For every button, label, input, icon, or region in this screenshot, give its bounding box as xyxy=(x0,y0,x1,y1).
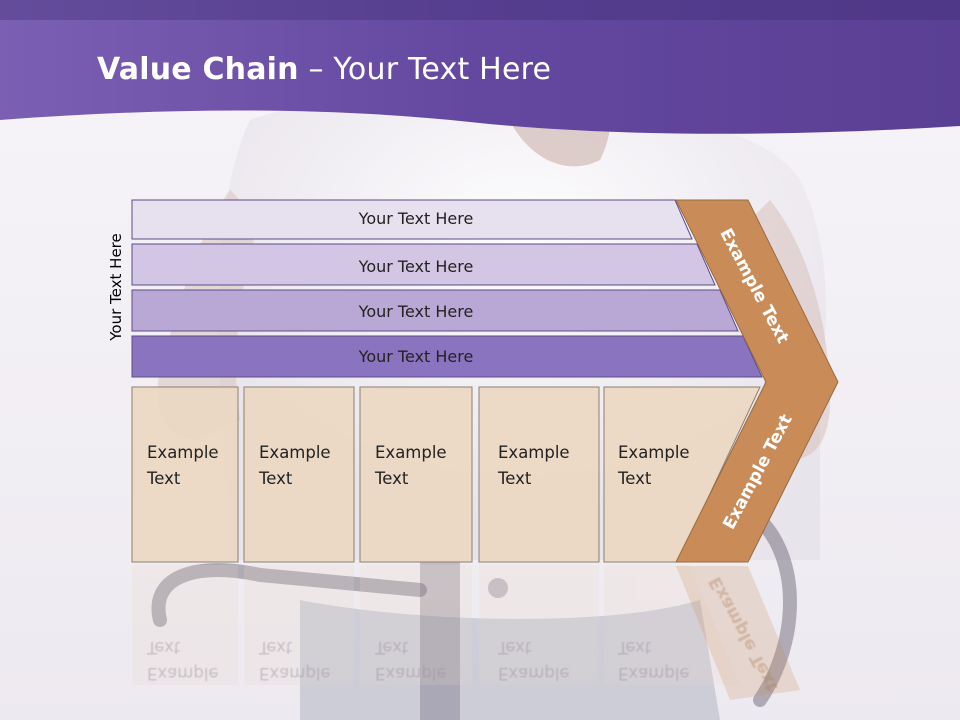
primary-cell-1-text: Example Text xyxy=(147,443,219,488)
title-rest: – Your Text Here xyxy=(298,52,552,87)
support-activities-label: Your Text Here xyxy=(107,233,125,341)
reflection-3: Example Text xyxy=(375,638,447,683)
support-bar-1 xyxy=(131,199,693,240)
support-bar-4 xyxy=(131,335,763,378)
primary-cell-4-text: Example Text xyxy=(498,443,570,488)
support-bar-3 xyxy=(131,289,739,332)
reflection-4: Example Text xyxy=(498,638,570,683)
support-bar-2 xyxy=(131,243,716,286)
reflection-1: Example Text xyxy=(147,638,219,683)
support-bar-2-label: Your Text Here xyxy=(358,257,474,276)
primary-cell-2 xyxy=(243,386,355,563)
support-bar-1-label: Your Text Here xyxy=(358,209,474,228)
page-title: Value Chain – Your Text Here xyxy=(97,52,551,87)
primary-cell-5-text: Example Text xyxy=(618,443,690,488)
primary-cell-2-text: Example Text xyxy=(259,443,331,488)
title-bold: Value Chain xyxy=(97,52,299,87)
support-bar-4-label: Your Text Here xyxy=(358,347,474,366)
primary-cell-3-text: Example Text xyxy=(375,443,447,488)
primary-cell-1 xyxy=(131,386,239,563)
margin-chevron xyxy=(675,199,839,563)
reflection-2: Example Text xyxy=(259,638,331,683)
primary-cell-4 xyxy=(478,386,600,563)
primary-cell-3 xyxy=(359,386,473,563)
support-bar-3-label: Your Text Here xyxy=(358,302,474,321)
header-band xyxy=(0,0,960,134)
reflection-5: Example Text xyxy=(618,638,690,683)
